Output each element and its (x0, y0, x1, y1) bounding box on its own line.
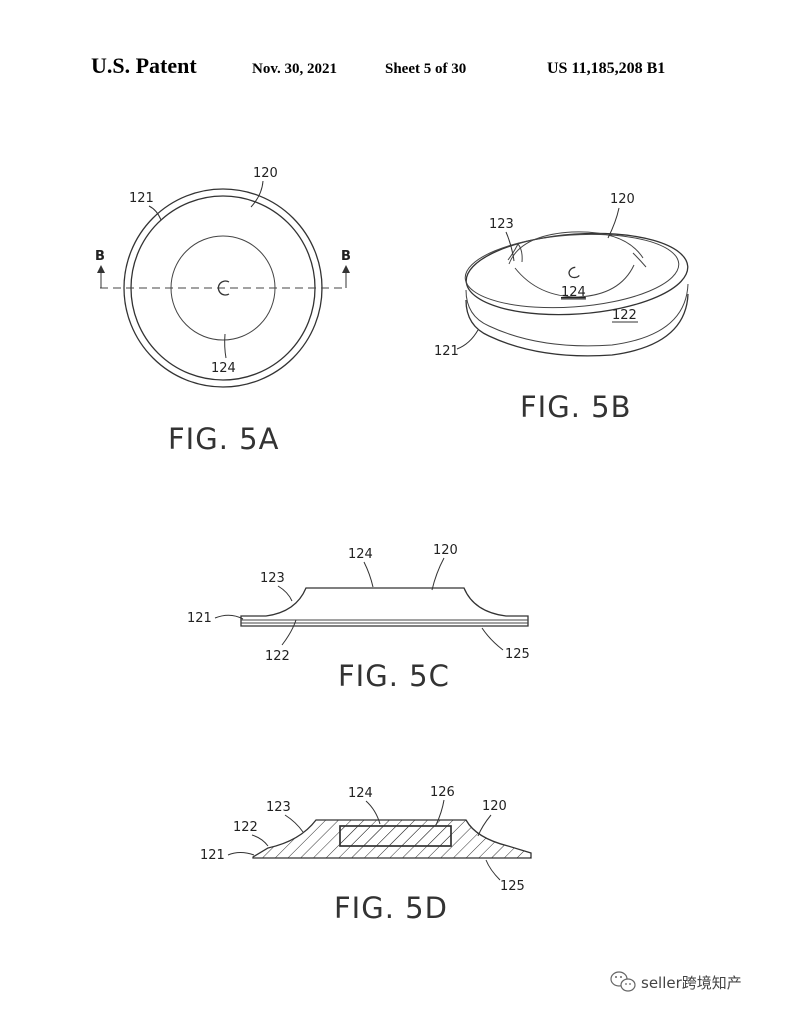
ref-120: 120 (482, 799, 507, 814)
flange-lower-edge (465, 283, 689, 347)
ref-122: 122 (265, 649, 290, 664)
ref-124: 124 (561, 285, 586, 300)
header-sheet: Sheet 5 of 30 (385, 61, 466, 77)
flange-inner-ellipse (464, 233, 680, 309)
leader-121 (214, 614, 244, 620)
ref-125: 125 (500, 879, 525, 894)
ref-123: 123 (260, 571, 285, 586)
ref-121: 121 (200, 848, 225, 863)
leader-124 (365, 800, 381, 825)
leader-125 (485, 859, 501, 881)
ref-122: 122 (612, 308, 637, 323)
ref-124: 124 (211, 361, 236, 376)
watermark-text: seller跨境知产 (641, 974, 742, 992)
figure-5c: 124 120 123 121 122 125 FIG. 5C (187, 543, 530, 693)
dome-fillet-highlight (507, 243, 523, 263)
watermark: seller跨境知产 (610, 971, 742, 992)
ref-121: 121 (129, 191, 154, 206)
insert-outline (339, 825, 452, 847)
ref-120: 120 (433, 543, 458, 558)
ref-122: 122 (233, 820, 258, 835)
ref-126: 126 (430, 785, 455, 800)
ref-120: 120 (253, 166, 278, 181)
leader-121 (227, 852, 255, 856)
leader-126 (435, 799, 445, 826)
section-label-left: B (95, 249, 105, 264)
section-label-right: B (341, 249, 351, 264)
leader-125 (481, 627, 504, 651)
header-date: Nov. 30, 2021 (252, 61, 337, 77)
center-mark-icon (568, 266, 580, 279)
dome-top-curve (508, 231, 644, 265)
leader-120 (250, 180, 264, 208)
ref-124: 124 (348, 547, 373, 562)
figure-caption-5d: FIG. 5D (334, 891, 448, 925)
dome-bottom-curve (514, 264, 635, 298)
figure-5b: 120 123 124 122 121 FIG. 5B (434, 192, 689, 424)
leader-123 (277, 585, 293, 602)
dome-fillet-right (632, 252, 647, 268)
ref-124: 124 (348, 786, 373, 801)
leader-122 (281, 619, 297, 646)
figure-caption-5b: FIG. 5B (520, 390, 632, 424)
flange-top-ellipse (465, 232, 689, 316)
leader-121 (148, 205, 162, 221)
figure-5a: B B 120 121 124 FIG. 5A (95, 166, 351, 456)
header-title: U.S. Patent (91, 53, 197, 78)
leader-120 (607, 207, 620, 239)
insert-element-126 (339, 825, 452, 847)
ref-123: 123 (489, 217, 514, 232)
leader-121 (456, 329, 479, 350)
header-patent-number: US 11,185,208 B1 (547, 60, 665, 77)
leader-123 (284, 814, 304, 833)
arrowhead-right-icon (342, 265, 350, 273)
arrowhead-left-icon (97, 265, 105, 273)
leader-120 (431, 557, 445, 591)
device-profile (240, 587, 529, 627)
figure-5d: 124 126 120 123 122 121 125 FIG. 5D (200, 785, 532, 925)
flange-base-edge (465, 293, 689, 357)
ref-121: 121 (434, 344, 459, 359)
figure-caption-5c: FIG. 5C (338, 659, 450, 693)
ref-121: 121 (187, 611, 212, 626)
ref-123: 123 (266, 800, 291, 815)
ref-120: 120 (610, 192, 635, 207)
ref-125: 125 (505, 647, 530, 662)
leader-124 (363, 561, 374, 588)
patent-header: U.S. Patent Nov. 30, 2021 Sheet 5 of 30 … (91, 53, 665, 78)
figure-caption-5a: FIG. 5A (168, 422, 279, 456)
leader-124 (224, 333, 227, 359)
leader-120 (477, 814, 492, 837)
leader-122 (251, 834, 269, 847)
wechat-icon (610, 971, 636, 992)
leader-123 (505, 231, 515, 262)
